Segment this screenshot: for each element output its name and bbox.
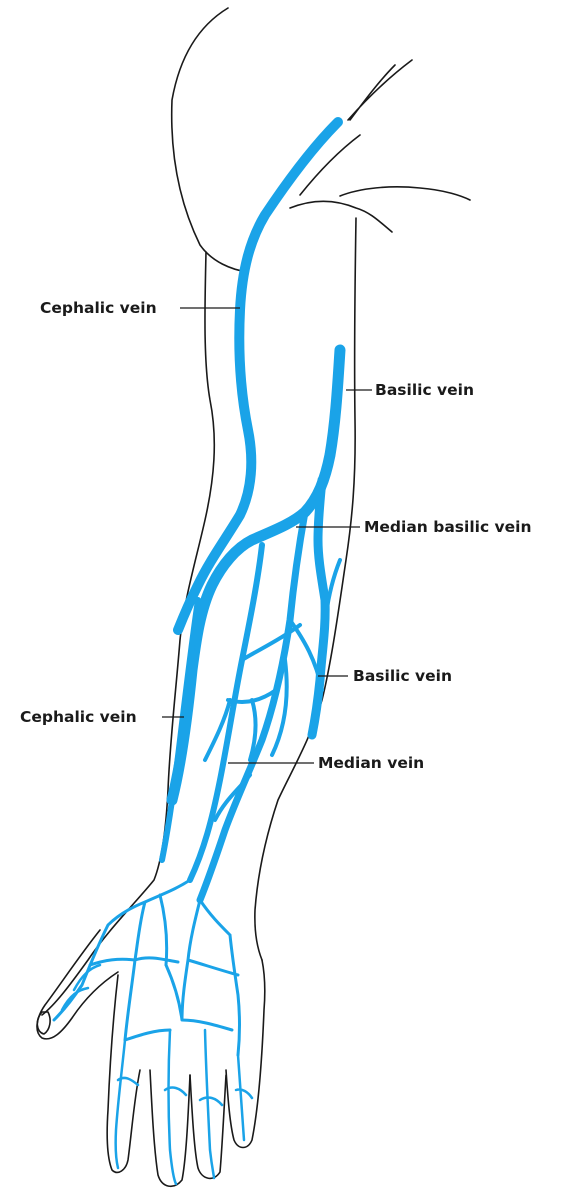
forearm-connector-veins <box>203 558 342 822</box>
cephalic-vein-lower-path <box>159 597 201 863</box>
arm-lateral-outline <box>41 251 216 1016</box>
median-basilic-path <box>307 475 330 740</box>
finger-veins <box>60 963 254 1186</box>
label-basilic-vein-lower: Basilic vein <box>353 667 452 685</box>
index-finger-outline <box>106 974 141 1174</box>
cephalic-vein-upper-path <box>173 117 343 635</box>
basilic-vein-lower-path <box>196 508 309 904</box>
label-median-basilic-vein: Median basilic vein <box>364 518 532 536</box>
dorsal-hand-network <box>52 878 241 1057</box>
arm-outline <box>36 7 471 1188</box>
chest-lines <box>299 59 413 196</box>
axilla-lines <box>289 186 471 233</box>
basilic-vein-upper-path <box>166 344 346 806</box>
arm-medial-outline <box>254 217 357 961</box>
label-median-vein: Median vein <box>318 754 424 772</box>
label-basilic-vein-upper: Basilic vein <box>375 381 474 399</box>
little-finger-outline <box>225 959 266 1149</box>
thumb-outline <box>36 929 119 1040</box>
middle-finger-outline <box>149 1069 191 1188</box>
shoulder-outline <box>170 7 249 273</box>
thumbnail <box>36 1011 51 1035</box>
leader-lines <box>162 307 372 764</box>
label-cephalic-vein-lower: Cephalic vein <box>20 708 137 726</box>
veins <box>52 117 346 1186</box>
label-cephalic-vein-upper: Cephalic vein <box>40 299 157 317</box>
labels: Cephalic vein Basilic vein Median basili… <box>20 299 532 772</box>
ring-finger-outline <box>189 1074 227 1180</box>
median-vein-path <box>187 542 265 883</box>
